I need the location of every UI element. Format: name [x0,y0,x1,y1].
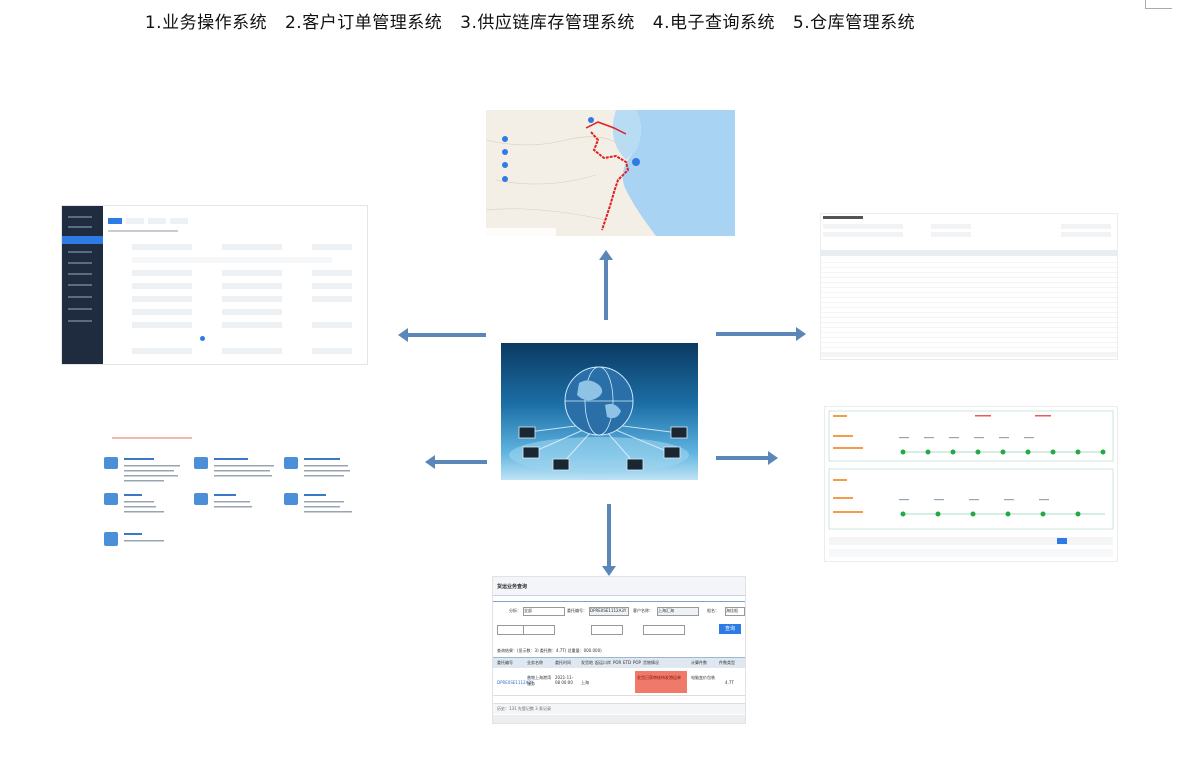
row-order-no[interactable]: DPRE0SE1112A3Y [497,680,534,685]
header-cargo: 货物情况 [643,660,659,665]
page-corner-mark [1145,0,1172,9]
sidebar-active-item [62,236,103,244]
arrow-right-top [716,327,806,341]
query-button[interactable]: 查询 [719,624,741,634]
row-type: 4.7T [725,680,734,685]
globe-network-icon [509,366,689,473]
tracking-flow [828,410,1114,557]
header-order-no: 委托编号 [497,660,513,665]
tab-4[interactable] [170,218,188,224]
header-count: 计算件数 [691,660,707,665]
title-item-5: 5.仓库管理系统 [792,13,916,33]
panel-title: 货运业务查询 [497,584,528,590]
header-biz-name: 业务名称 [527,660,543,665]
table-footer: 历史：131 先登记数 3 条记录 [497,706,551,711]
arrow-left-bottom [425,455,487,469]
business-operation-screenshot [61,205,368,365]
header-pop: POP [633,660,641,665]
branch-select[interactable]: 全部 [523,607,565,616]
sidebar [62,206,103,364]
cargo-status-highlight [635,671,687,693]
header-por: POR [613,660,622,665]
arrow-up [599,250,613,320]
table-row[interactable] [493,669,745,696]
tab-3[interactable] [148,218,166,224]
label-branch: 分拆： [509,608,521,613]
inventory-table-screenshot [820,213,1118,360]
header-time: 委托时间 [555,660,571,665]
tab-active[interactable] [108,218,122,224]
map-route-screenshot [486,110,735,236]
row-time: 2021-11-08 00:00 [555,675,574,685]
label-order: 委托编号： [567,608,587,613]
customer-input[interactable]: 上海汇海 [657,607,699,616]
title-item-2: 2.客户订单管理系统 [284,13,443,33]
globe-network-image [501,343,698,480]
title-item-1: 1.业务操作系统 [144,13,268,33]
table-rows [821,258,1117,348]
ship-input[interactable]: 海佳船 [725,607,745,616]
title-item-3: 3.供应链库存管理系统 [460,13,635,33]
label-customer: 客户名称： [633,608,653,613]
row-count: 电脑变价包装 [691,675,715,680]
arrow-down [602,504,616,576]
horizontal-scrollbar[interactable] [493,715,745,723]
tab-2[interactable] [126,218,144,224]
order-input[interactable]: DPRE0SE1112A3Y [589,607,629,616]
header-port: 起运口岸 [595,660,611,665]
header-etd: ETD [623,660,632,665]
system-list-title: 1.业务操作系统 2.客户订单管理系统 3.供应链库存管理系统 4.电子查询系统… [0,8,1060,33]
electronic-query-screenshot [102,435,370,555]
header-type: 件数类型 [719,660,735,665]
table-header [821,250,1117,256]
row-biz-name: 普物上海港湾服务 [527,675,551,686]
row-origin: 上海 [581,680,589,685]
title-item-4: 4.电子查询系统 [652,13,775,33]
sort-select[interactable] [643,625,685,635]
label-ship: 船名： [707,608,719,613]
date-from-input[interactable] [523,625,555,635]
result-summary: 查询结果：(显示数：3) 委托数：4.7T) 总重量：000.000) [497,648,602,653]
header-origin: 发货地 [581,660,593,665]
arrow-right-bottom [716,451,778,465]
result-header [493,657,745,668]
form-grid [112,244,362,354]
row-cargo: 发货已获审核待发港运单 [637,675,681,680]
map-graphic [486,110,735,236]
arrow-left-top [398,328,486,342]
warehouse-tracking-screenshot [824,406,1118,562]
query-module-icons [104,457,352,546]
date-to-input[interactable] [591,625,623,635]
freight-query-screenshot: 货运业务查询 分拆： 全部 委托编号： DPRE0SE1112A3Y 客户名称：… [492,576,746,724]
